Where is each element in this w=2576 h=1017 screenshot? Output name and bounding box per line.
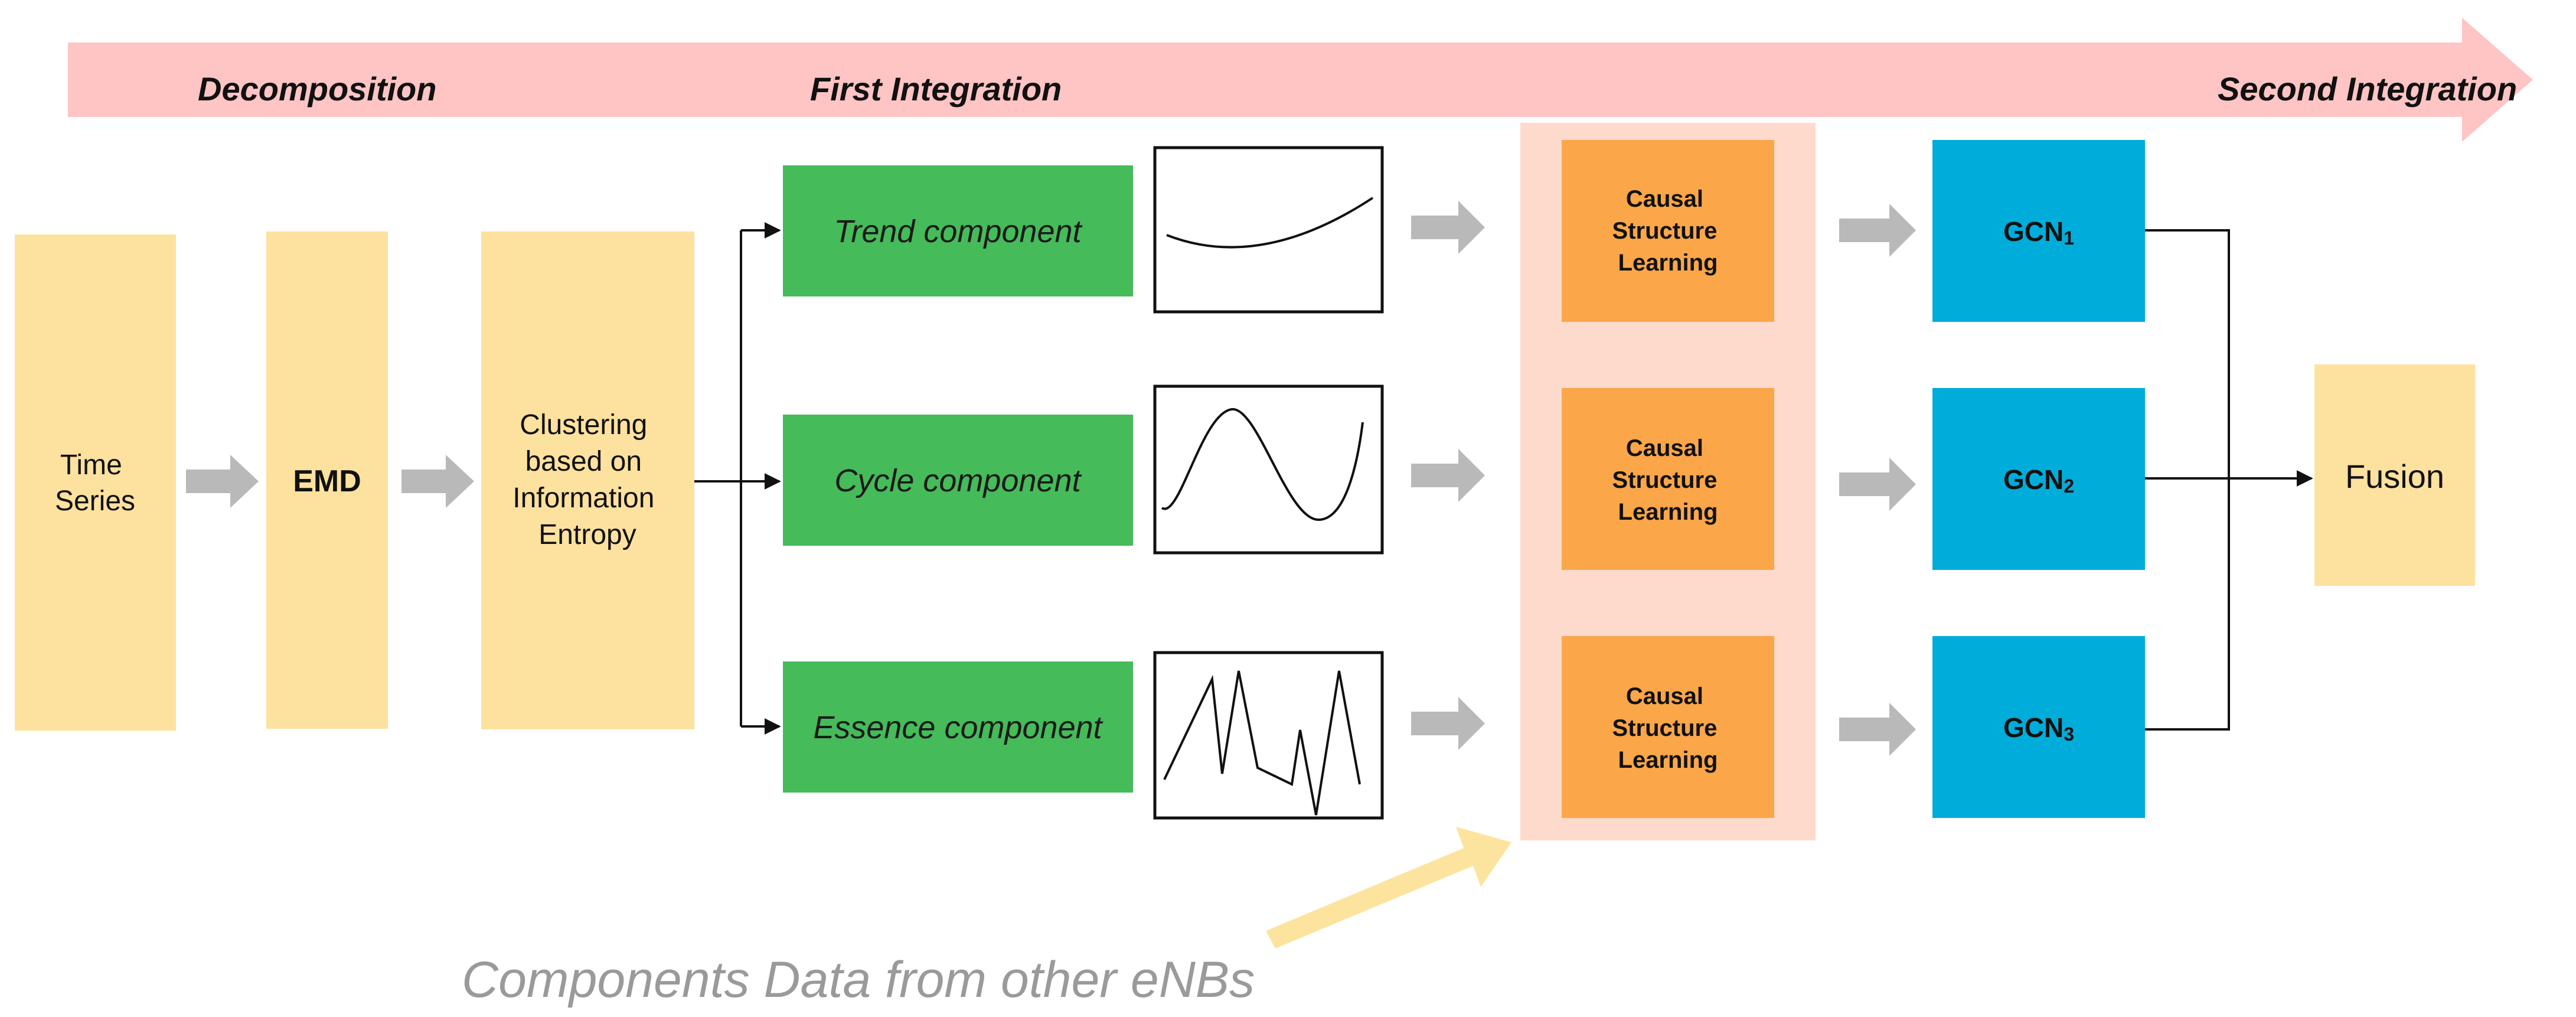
- causal-structure-box: [1562, 140, 1774, 322]
- gcn-box: [1932, 636, 2145, 818]
- stage-label-first-integration: First Integration: [810, 70, 1062, 107]
- essence-component-label: Essence component: [813, 710, 1103, 745]
- zigzag-noise-icon: [1153, 651, 1384, 820]
- clustering-box: [481, 232, 694, 729]
- cycle-component-label: Cycle component: [834, 463, 1082, 498]
- time-series-label: Time Series: [55, 449, 135, 517]
- curve-trend-icon: [1153, 146, 1384, 314]
- time-series-box: [15, 234, 176, 731]
- cycle-component-box: [783, 415, 1133, 546]
- causal-structure-box: [1562, 388, 1774, 570]
- gcn-box: [1932, 388, 2145, 570]
- causal-structure-label: Causal Structure Learning: [1612, 186, 1724, 276]
- flow-arrow: [1411, 449, 1485, 502]
- trend-component-label: Trend component: [834, 214, 1082, 249]
- flow-arrow: [401, 455, 474, 508]
- essence-component-box: [783, 661, 1133, 793]
- merge-connector: [2145, 229, 2230, 731]
- fusion-box: [2314, 364, 2475, 586]
- clustering-label: Clustering based on Information Entropy: [512, 409, 662, 550]
- split-connector: [694, 230, 742, 726]
- fusion-label: Fusion: [2345, 458, 2444, 495]
- trend-component-box: [783, 165, 1133, 296]
- external-data-note: Components Data from other eNBs: [462, 951, 1255, 1008]
- flow-arrow: [1411, 697, 1485, 750]
- flow-arrow: [1839, 204, 1916, 257]
- gcn-label: GCN1: [2003, 216, 2074, 249]
- flow-arrow: [1839, 703, 1916, 756]
- emd-label: EMD: [293, 464, 361, 498]
- flow-arrow: [186, 455, 259, 508]
- gcn-label: GCN3: [2003, 712, 2074, 745]
- stage-label-decomposition: Decomposition: [198, 70, 436, 107]
- causal-structure-label: Causal Structure Learning: [1612, 435, 1724, 525]
- gcn-label: GCN2: [2003, 464, 2074, 497]
- sine-wave-icon: [1153, 384, 1384, 555]
- flow-arrow: [1411, 201, 1485, 254]
- external-data-arrow: [1266, 827, 1511, 948]
- stage-label-second-integration: Second Integration: [2218, 70, 2517, 107]
- gcn-box: [1932, 140, 2145, 322]
- causal-structure-box: [1562, 636, 1774, 818]
- timeline-arrow: [68, 18, 2533, 142]
- causal-structure-label: Causal Structure Learning: [1612, 683, 1724, 773]
- flow-arrow: [1839, 458, 1916, 511]
- emd-box: [266, 232, 388, 729]
